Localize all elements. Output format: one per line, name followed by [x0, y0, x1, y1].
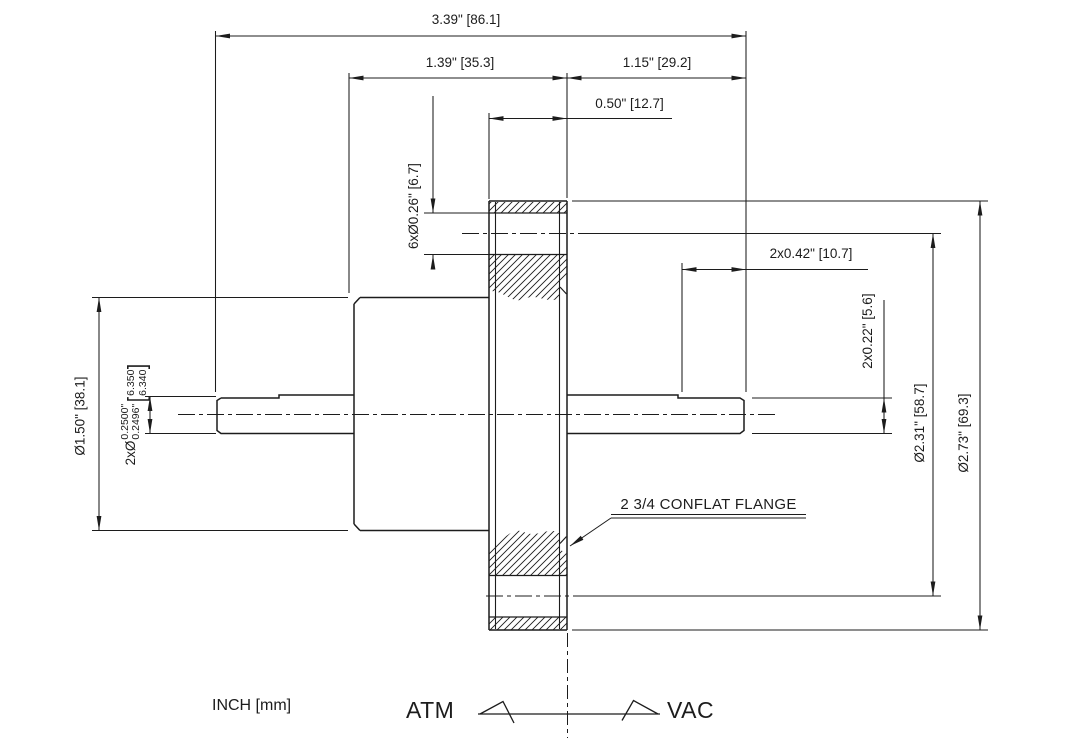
dimension-linework [92, 31, 988, 631]
shaft-diameter-mm-group: [ 6.350 6.340 ] [123, 363, 152, 403]
shaft-diameter-mm-upper: 6.350 [125, 369, 138, 396]
shaft-diameter-prefix: 2xØ [122, 440, 138, 466]
dim-body-diameter-label: Ø1.50" [38.1] [72, 376, 88, 456]
dim-bolt-holes-label: 6xØ0.26" [6.7] [405, 163, 421, 250]
atm-shaft-outline [216, 394, 354, 435]
knife-edge-upper [559, 286, 567, 295]
section-hatching [489, 202, 567, 630]
bracket-open: [ [123, 396, 152, 402]
shaft-diameter-mm-lower: 6.340 [136, 369, 149, 396]
flange-upper-section-hatch [489, 255, 567, 301]
dim-bolt-circle-label: Ø2.31" [58.7] [911, 383, 927, 463]
units-note: INCH [mm] [212, 697, 292, 714]
dim-body-length-label: 1.39" [35.3] [425, 55, 495, 70]
part-geometry [216, 200, 745, 631]
flange-top-rim-hatch [489, 202, 567, 213]
knife-edge-lower [559, 536, 567, 544]
dim-overall-length-label: 3.39" [86.1] [431, 12, 501, 27]
vac-pennant-icon [621, 699, 659, 721]
dim-vac-shaft-length-label: 1.15" [29.2] [622, 55, 692, 70]
shaft-diameter-inch-stack: 0.2500" 0.2496" [119, 403, 142, 440]
dim-flange-od-label: Ø2.73" [69.3] [955, 393, 971, 473]
flange-bolt-hole-edges [489, 212, 567, 618]
centerlines [178, 233, 778, 738]
flange-inner-edges [494, 202, 561, 629]
atm-vac-symbol [478, 699, 660, 724]
flange-bottom-rim-hatch [489, 617, 567, 630]
flange-leader-arrow [569, 517, 612, 547]
vac-side-label: VAC [667, 697, 715, 723]
vac-shaft-outline [567, 394, 745, 435]
shaft-diameter-mm-stack: 6.350 6.340 [125, 369, 149, 396]
dim-flange-thickness-label: 0.50" [12.7] [595, 96, 664, 111]
flange-type-label: 2 3/4 CONFLAT FLANGE [611, 497, 806, 515]
bracket-close: ] [123, 363, 152, 369]
atm-pennant-icon [479, 700, 515, 724]
flange-outline [488, 200, 568, 631]
dim-shaft-diameter-callout: 2xØ 0.2500" 0.2496" [ 6.350 6.340 ] [116, 349, 152, 479]
extension-lines [92, 31, 988, 631]
dim-flat-height-label: 2x0.22" [5.6] [859, 293, 875, 369]
shaft-diameter-inch-lower: 0.2496" [130, 403, 142, 440]
dim-flat-length-label: 2x0.42" [10.7] [769, 246, 853, 261]
atm-side-label: ATM [406, 697, 455, 723]
flange-lower-section-hatch [489, 530, 567, 576]
body-cylinder-outline [353, 296, 489, 532]
